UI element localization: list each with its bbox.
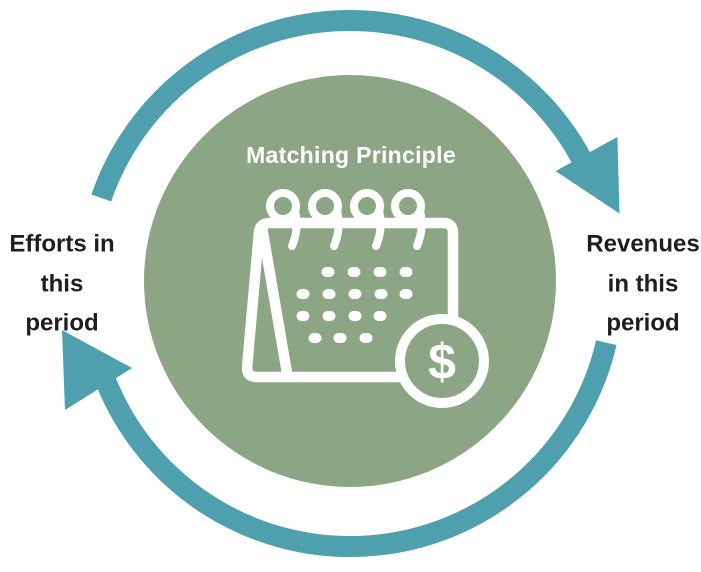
dollar-badge: $: [395, 314, 489, 408]
spiral-ring-tail: [372, 207, 385, 250]
label-revenues-line-3: period: [606, 310, 679, 337]
spiral-ring-icon: [391, 189, 425, 223]
spiral-ring-icon: [308, 189, 342, 223]
spiral-ring-tail: [413, 207, 426, 250]
calendar-date-dot: [399, 267, 413, 277]
calendar-date-dot: [347, 267, 361, 277]
calendar-stand-leg: [256, 221, 293, 379]
label-revenues-line-2: in this: [608, 271, 679, 298]
label-efforts-line-3: period: [25, 310, 98, 337]
calendar-icon: $: [241, 189, 489, 408]
calendar-date-dot: [333, 333, 347, 343]
calendar-date-dot: [308, 333, 322, 343]
calendar-date-dot: [373, 267, 387, 277]
cycle-arrow-top-head: [555, 136, 620, 214]
cycle-arrow-top-shaft: [91, 9, 596, 202]
calendar-date-dot: [348, 311, 362, 321]
dollar-badge-circle: [395, 314, 489, 408]
label-revenues: Revenues in this period: [586, 231, 699, 337]
cycle-arrow-bottom: [62, 330, 617, 558]
calendar-spiral-rings: [266, 189, 426, 250]
calendar-date-dot: [374, 289, 388, 299]
spiral-ring-icon: [266, 189, 300, 223]
spiral-ring-tail: [330, 207, 343, 250]
label-revenues-line-1: Revenues: [586, 231, 699, 258]
label-efforts-line-2: this: [41, 271, 84, 298]
calendar-date-dot: [373, 311, 387, 321]
calendar-date-dot: [322, 289, 336, 299]
cycle-arrow-bottom-shaft: [93, 340, 617, 558]
calendar-date-dots: [296, 267, 413, 343]
calendar-date-dot: [296, 289, 310, 299]
cycle-arrow-top: [91, 9, 620, 214]
calendar-date-dot: [322, 311, 336, 321]
label-efforts: Efforts in this period: [9, 231, 114, 337]
dollar-sign-icon: $: [428, 334, 456, 390]
spiral-ring-icon: [350, 189, 384, 223]
calendar-date-dot: [399, 289, 413, 299]
cycle-arrow-bottom-head: [62, 330, 132, 410]
calendar-date-dot: [296, 311, 310, 321]
matching-principle-circle: [144, 75, 556, 487]
diagram-title: Matching Principle: [246, 142, 456, 168]
spiral-ring-tail: [288, 207, 301, 250]
calendar-date-dot: [321, 267, 335, 277]
label-efforts-line-1: Efforts in: [9, 231, 114, 258]
calendar-date-dot: [359, 333, 373, 343]
calendar-date-dot: [348, 289, 362, 299]
